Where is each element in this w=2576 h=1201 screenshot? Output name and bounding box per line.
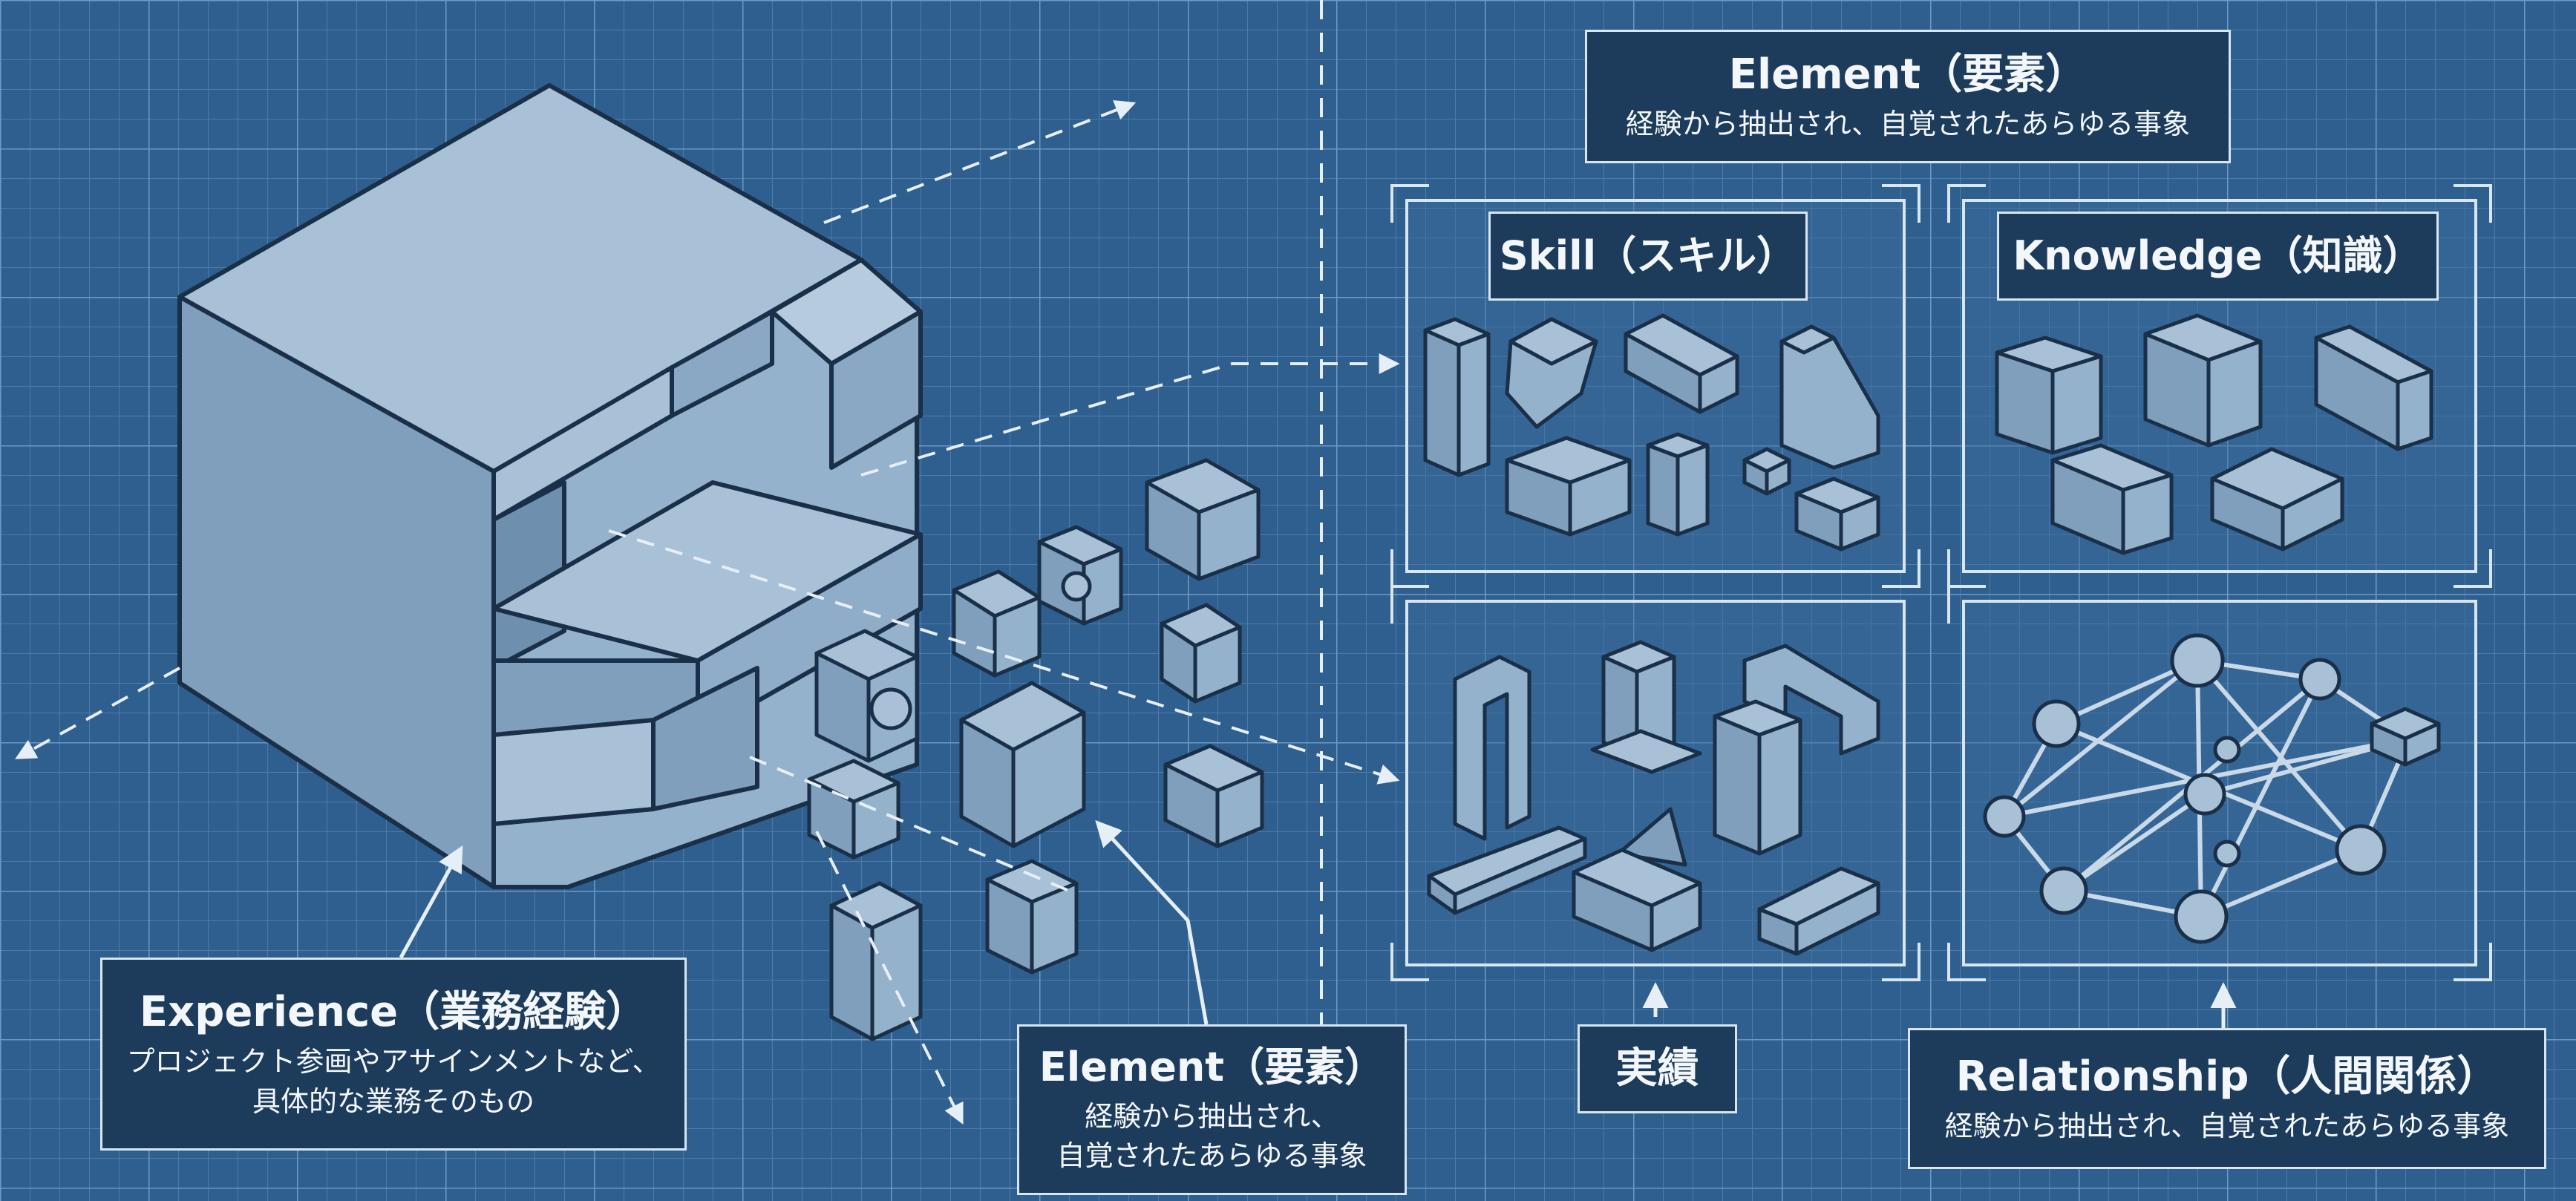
knowledge-label: Knowledge（知識） [1997, 212, 2439, 301]
achievement-label: 実績 [1578, 1024, 1737, 1113]
relationship-subtitle: 経験から抽出され、自覚されたあらゆる事象 [1944, 1109, 2510, 1142]
large-cube-icon [177, 83, 923, 889]
element-top-subtitle: 経験から抽出され、自覚されたあらゆる事象 [1625, 107, 2191, 140]
cube-notch [651, 666, 759, 811]
relationship-label: Relationship（人間関係） 経験から抽出され、自覚されたあらゆる事象 [1908, 1028, 2546, 1169]
knowledge-title: Knowledge（知識） [2013, 232, 2423, 279]
cube-notch [829, 310, 923, 470]
network-icon [1983, 633, 2441, 944]
skill-title: Skill（スキル） [1499, 232, 1797, 279]
box-icon [1995, 313, 2433, 555]
pillar-icon [1423, 313, 1880, 552]
experience-label: Experience（業務経験） プロジェクト参画やアサインメントなど、 具体的… [100, 958, 687, 1151]
element-top-title: Element（要素） [1728, 50, 2088, 99]
cube-notch [491, 718, 656, 826]
skill-label: Skill（スキル） [1488, 212, 1808, 301]
element-bottom-title: Element（要素） [1039, 1044, 1385, 1091]
arch-icon [1427, 640, 1880, 956]
element-bottom-label: Element（要素） 経験から抽出され、 自覚されたあらゆる事象 [1017, 1024, 1407, 1195]
experience-title: Experience（業務経験） [139, 988, 648, 1037]
experience-line2: 具体的な業務そのもの [252, 1084, 535, 1118]
element-bottom-line2: 自覚されたあらゆる事象 [1056, 1139, 1367, 1173]
experience-line1: プロジェクト参画やアサインメントなど、 [126, 1045, 661, 1079]
cube-notch [670, 310, 774, 418]
element-bottom-line1: 経験から抽出され、 [1085, 1100, 1339, 1133]
relationship-title: Relationship（人間関係） [1955, 1052, 2499, 1101]
element-top-label: Element（要素） 経験から抽出され、自覚されたあらゆる事象 [1585, 30, 2231, 163]
arrows [15, 99, 2237, 1125]
achievement-title: 実績 [1615, 1044, 1699, 1093]
